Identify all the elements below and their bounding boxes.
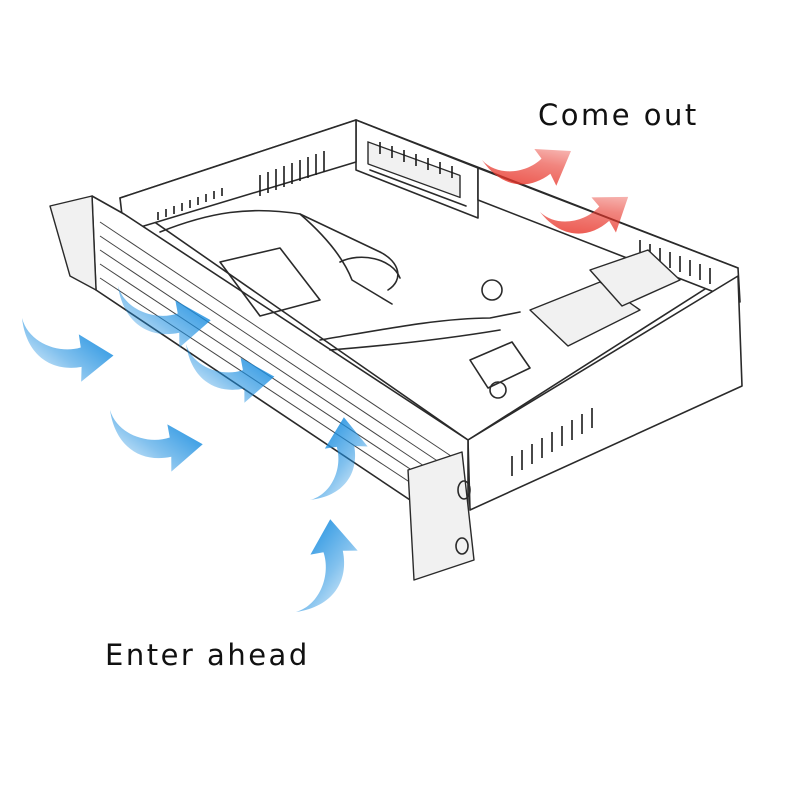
left-wall-vents — [157, 151, 325, 220]
internal-components — [159, 209, 681, 399]
left-rack-ear — [49, 195, 97, 291]
server-chassis — [49, 119, 743, 581]
inlet-arrow — [296, 516, 362, 620]
right-wall-vents — [639, 240, 711, 284]
inlet-label: Enter ahead — [105, 638, 310, 672]
rack-ear-hole-top — [457, 480, 471, 500]
inlet-arrow — [12, 318, 118, 387]
inlet-arrow — [102, 410, 206, 476]
chassis-right-wall — [477, 167, 741, 303]
right-rack-ear — [407, 451, 475, 581]
rear-io-slots — [367, 141, 467, 207]
rack-ear-hole-bottom — [455, 537, 469, 555]
side-panel-vents — [511, 408, 593, 476]
outlet-label: Come out — [538, 98, 699, 132]
